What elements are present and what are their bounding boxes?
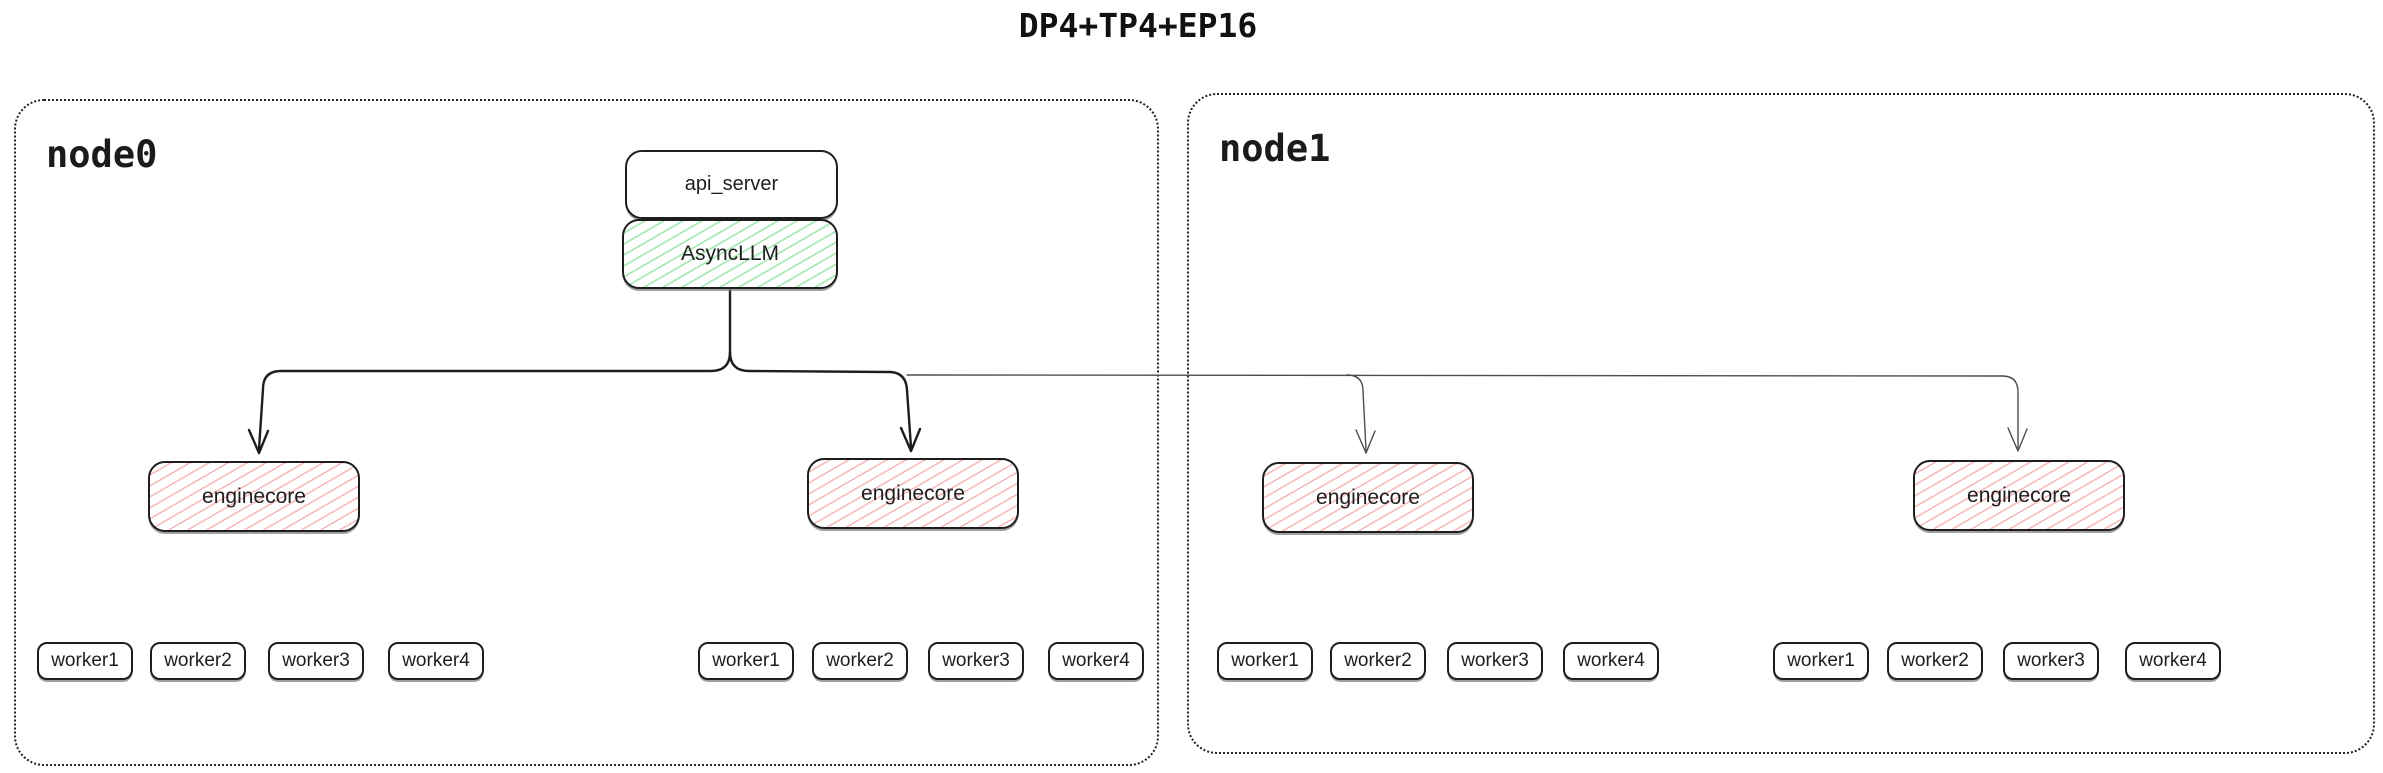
- worker-box: worker4: [1048, 642, 1144, 680]
- node1-container: node1: [1187, 93, 2375, 754]
- enginecore-box-node1-1: enginecore: [1262, 462, 1474, 533]
- worker-box: worker4: [1563, 642, 1659, 680]
- api-server-box: api_server: [625, 150, 838, 219]
- worker-box: worker3: [928, 642, 1024, 680]
- enginecore-box-node1-2: enginecore: [1913, 460, 2125, 531]
- enginecore-label: enginecore: [861, 481, 965, 505]
- worker-box: worker2: [1887, 642, 1983, 680]
- enginecore-label: enginecore: [202, 484, 306, 508]
- worker-box: worker1: [1217, 642, 1313, 680]
- enginecore-box-node0-1: enginecore: [148, 461, 360, 532]
- enginecore-box-node0-2: enginecore: [807, 458, 1019, 529]
- worker-box: worker1: [37, 642, 133, 680]
- api-server-label: api_server: [684, 173, 779, 195]
- asyncllm-label: AsyncLLM: [680, 242, 780, 265]
- enginecore-label: enginecore: [1316, 485, 1420, 509]
- worker-box: worker2: [150, 642, 246, 680]
- worker-box: worker2: [1330, 642, 1426, 680]
- asyncllm-box: AsyncLLM: [622, 219, 838, 289]
- node0-container: node0: [14, 99, 1159, 766]
- diagram-title: DP4+TP4+EP16: [1018, 6, 1258, 45]
- worker-box: worker4: [2125, 642, 2221, 680]
- worker-box: worker3: [2003, 642, 2099, 680]
- worker-box: worker1: [1773, 642, 1869, 680]
- node0-label: node0: [46, 133, 158, 176]
- enginecore-label: enginecore: [1967, 483, 2071, 507]
- worker-box: worker4: [388, 642, 484, 680]
- node1-label: node1: [1219, 127, 1331, 170]
- worker-box: worker3: [1447, 642, 1543, 680]
- worker-box: worker1: [698, 642, 794, 680]
- worker-box: worker2: [812, 642, 908, 680]
- worker-box: worker3: [268, 642, 364, 680]
